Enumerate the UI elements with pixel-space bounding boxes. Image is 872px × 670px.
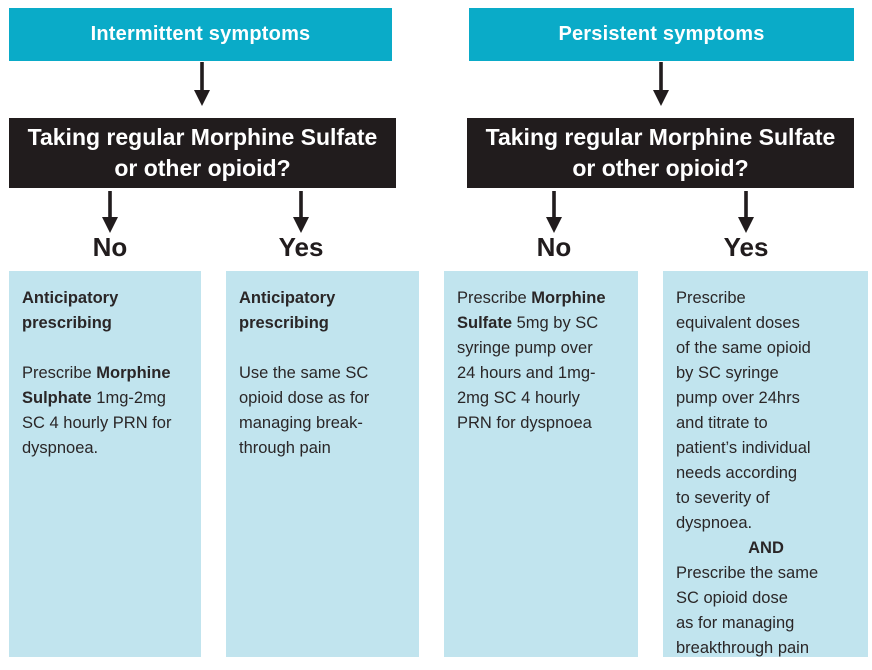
question-box-intermittent: Taking regular Morphine Sulfate or other… (9, 118, 396, 188)
outcome-heading: Anticipatory prescribing (239, 289, 336, 332)
outcome-card-persistent-yes: Prescribe equivalent doses of the same o… (663, 271, 868, 657)
outcome-body-part2: Prescribe the same SC opioid dose as for… (676, 564, 819, 657)
outcome-card-intermittent-no: Anticipatory prescribing Prescribe Morph… (9, 271, 201, 657)
outcome-body: Use the same SC opioid dose as for manag… (239, 364, 370, 457)
answer-yes-intermittent: Yes (278, 232, 324, 262)
header-persistent-symptoms: Persistent symptoms (469, 8, 854, 61)
down-arrow-icon (738, 191, 754, 233)
outcome-body: Prescribe Morphine Sulfate 5mg by SC syr… (457, 289, 606, 432)
answer-no-intermittent: No (92, 232, 128, 262)
answer-no-persistent: No (536, 232, 572, 262)
down-arrow-icon (102, 191, 118, 233)
down-arrow-icon (546, 191, 562, 233)
answer-yes-persistent: Yes (723, 232, 769, 262)
question-box-persistent: Taking regular Morphine Sulfate or other… (467, 118, 854, 188)
outcome-card-persistent-no: Prescribe Morphine Sulfate 5mg by SC syr… (444, 271, 638, 657)
down-arrow-icon (194, 62, 210, 106)
header-intermittent-symptoms: Intermittent symptoms (9, 8, 392, 61)
outcome-body-part1: Prescribe equivalent doses of the same o… (676, 289, 811, 532)
outcome-body: Prescribe Morphine Sulphate 1mg-2mg SC 4… (22, 364, 172, 457)
down-arrow-icon (653, 62, 669, 106)
down-arrow-icon (293, 191, 309, 233)
outcome-card-intermittent-yes: Anticipatory prescribing Use the same SC… (226, 271, 419, 657)
and-conjunction-label: AND (748, 539, 784, 557)
outcome-heading: Anticipatory prescribing (22, 289, 119, 332)
